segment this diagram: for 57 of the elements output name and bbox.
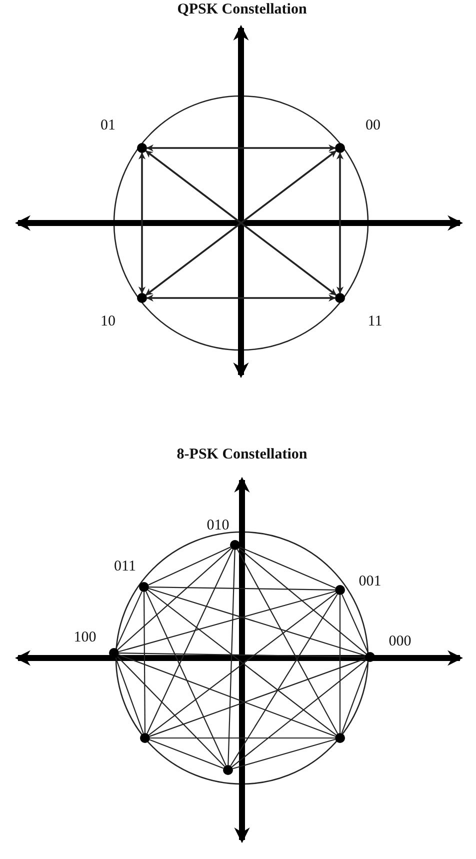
symbol-label: 000 xyxy=(388,634,412,650)
connector-line xyxy=(230,594,338,766)
connector-line xyxy=(150,737,335,739)
connector-line xyxy=(149,739,224,769)
constellation-point xyxy=(230,540,240,550)
connector-line xyxy=(148,546,231,586)
connector-line xyxy=(117,548,232,650)
constellation-point xyxy=(139,582,149,592)
connector-line xyxy=(116,591,142,649)
connector-line xyxy=(149,586,335,590)
arrow xyxy=(145,150,242,224)
constellation-point xyxy=(223,765,233,775)
connector-line xyxy=(232,660,366,768)
arrow xyxy=(240,150,337,224)
connector-line xyxy=(117,656,225,767)
connector-line xyxy=(232,738,336,770)
constellation-point xyxy=(335,733,345,743)
arrow xyxy=(240,222,337,296)
connector-line xyxy=(118,590,336,652)
connector-line xyxy=(339,595,341,733)
connector-line xyxy=(239,546,336,589)
arrow xyxy=(336,152,344,294)
constellation-point xyxy=(137,143,147,153)
connector-line xyxy=(341,662,369,734)
arrow xyxy=(145,222,242,296)
symbol-label: 010 xyxy=(206,518,230,534)
connector-line xyxy=(146,549,234,734)
connector-line xyxy=(228,550,236,766)
connector-line xyxy=(342,594,368,653)
constellation-point xyxy=(335,293,345,303)
symbol-label: 01 xyxy=(100,118,116,134)
connector-line xyxy=(115,658,144,734)
symbol-label: 11 xyxy=(368,314,382,330)
connector-line xyxy=(238,548,366,654)
arrow xyxy=(138,152,146,294)
arrow xyxy=(146,144,336,152)
connector-line xyxy=(236,549,338,734)
constellation-point xyxy=(335,143,345,153)
constellation-point xyxy=(137,293,147,303)
constellation-point xyxy=(365,652,375,662)
symbol-label: 00 xyxy=(366,118,380,134)
connector-line xyxy=(119,652,365,658)
constellation-point xyxy=(335,585,345,595)
symbol-label: 10 xyxy=(100,314,116,330)
symbol-label: 100 xyxy=(74,630,96,646)
constellation-point xyxy=(140,733,150,743)
constellation-point xyxy=(109,648,119,658)
symbol-label: 001 xyxy=(358,574,382,590)
chart-heading: 8-PSK Constellation xyxy=(176,448,308,462)
arrow xyxy=(146,294,336,302)
connector-line xyxy=(143,592,146,733)
connector-line xyxy=(118,654,336,737)
symbol-label: 011 xyxy=(114,560,136,574)
connector-line xyxy=(146,591,226,766)
connector-line xyxy=(150,658,366,737)
connector-line xyxy=(148,588,366,656)
chart-heading: QPSK Constellation xyxy=(177,2,307,18)
